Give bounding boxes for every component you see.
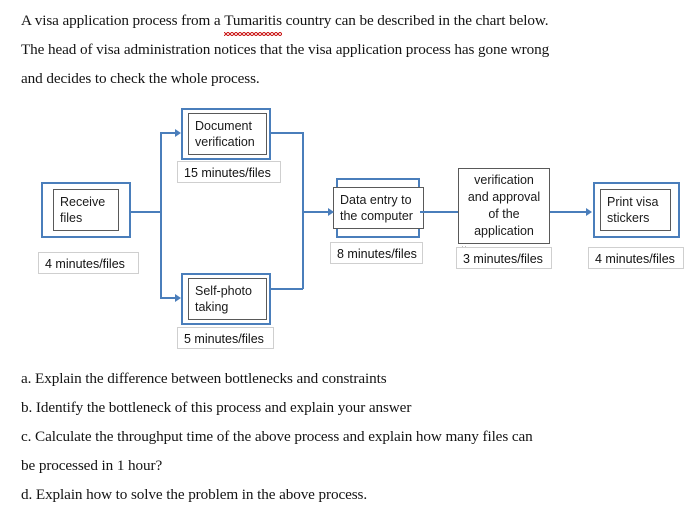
connector-data-entry-to-verification [420,211,458,213]
node-self-photo-taking-label: Self-photo taking [188,278,267,320]
connector-split-to-document-verification [160,132,176,134]
time-data-entry: 8 minutes/files [330,242,423,264]
question-d: d. Explain how to solve the problem in t… [21,486,368,503]
connector-merge-vertical [302,132,304,289]
connector-receive-to-split [131,211,161,213]
intro-line-1-after: country can be described in the chart be… [281,12,549,29]
arrowhead-print-visa-stickers [586,208,592,216]
intro-line-1: A visa application process from a Tumari… [21,6,549,36]
time-print-visa-stickers: 4 minutes/files [588,247,684,269]
question-a: a. Explain the difference between bottle… [21,370,387,387]
intro-line-2: The head of visa administration notices … [21,41,550,58]
node-receive-files-label: Receive files [53,189,119,231]
node-print-visa-stickers-label: Print visa stickers [600,189,671,231]
connector-self-photo-to-merge [271,288,303,290]
arrowhead-data-entry [328,208,334,216]
intro-line-1-before: A visa application process from a [21,12,225,29]
time-verification-approval: 3 minutes/files [456,247,552,269]
connector-split-to-self-photo [160,297,176,299]
question-c-line-2: be processed in 1 hour? [21,457,163,474]
connector-verification-to-print [550,211,590,213]
arrowhead-document-verification [175,129,181,137]
time-document-verification: 15 minutes/files [177,161,281,183]
question-c-line-1: c. Calculate the throughput time of the … [21,428,533,445]
connector-merge-to-data-entry [302,211,331,213]
misspelled-word-tumaritis: Tumaritis [224,6,282,36]
intro-paragraph: A visa application process from a Tumari… [21,6,549,93]
time-receive-files: 4 minutes/files [38,252,139,274]
stray-marks: ·· [461,241,467,251]
questions-list: a. Explain the difference between bottle… [21,364,533,509]
node-data-entry-label: Data entry to the computer [333,187,424,229]
node-verification-approval-box[interactable]: verification and approval of the applica… [458,168,550,244]
connector-document-verification-to-merge [271,132,303,134]
process-flowchart: Receive files 4 minutes/files Document v… [0,100,700,355]
question-b: b. Identify the bottleneck of this proce… [21,399,412,416]
time-self-photo-taking: 5 minutes/files [177,327,274,349]
intro-line-3: and decides to check the whole process. [21,70,260,87]
arrowhead-self-photo-taking [175,294,181,302]
node-document-verification-label: Document verification [188,113,267,155]
connector-split-vertical [160,132,162,297]
